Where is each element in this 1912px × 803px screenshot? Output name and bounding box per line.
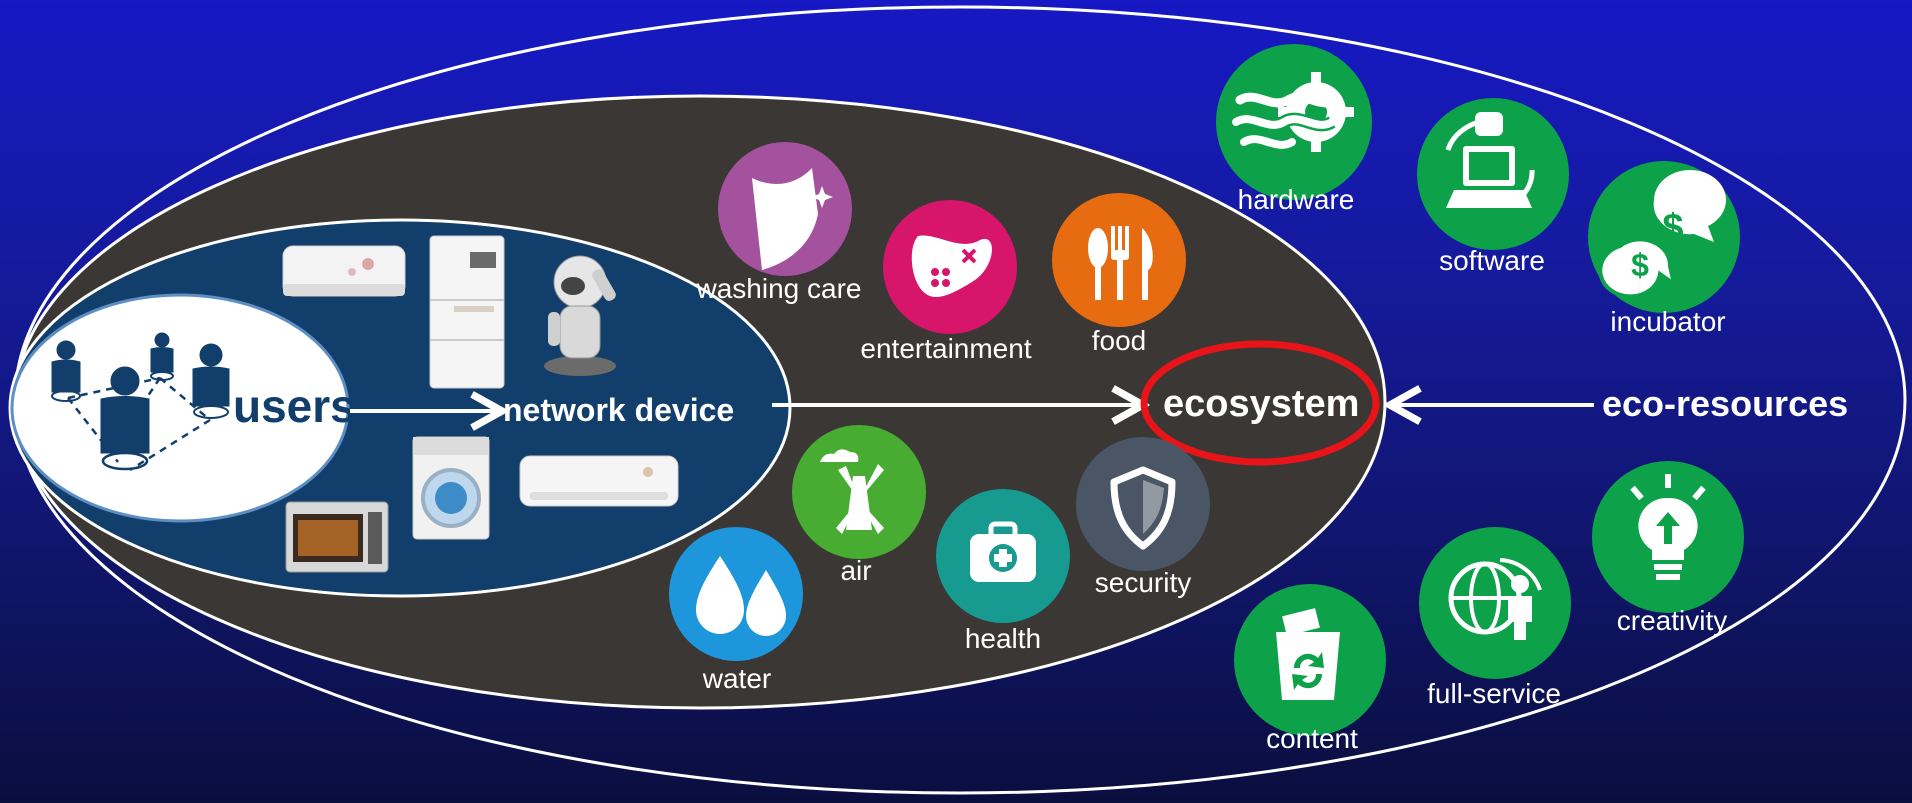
washing-care-category: washing care (696, 142, 862, 304)
recycle-bin-icon (1276, 608, 1340, 700)
hardware-resource: hardware (1216, 44, 1372, 215)
hardware-gear-icon (1232, 72, 1354, 152)
water-drops-icon (696, 556, 786, 636)
entertainment-category: entertainment (860, 200, 1032, 364)
entertainment-label: entertainment (860, 333, 1031, 364)
refrigerator-icon (429, 235, 505, 389)
air-conditioner-icon (519, 455, 679, 507)
eco-resources-label: eco-resources (1602, 383, 1848, 424)
cutlery-icon (1088, 226, 1153, 300)
health-category: health (936, 489, 1070, 654)
food-label: food (1092, 325, 1147, 356)
water-category: water (669, 527, 803, 694)
windmill-icon (820, 449, 884, 534)
air-label: air (840, 555, 871, 586)
gamepad-icon (911, 235, 992, 298)
security-label: security (1095, 567, 1191, 598)
oven-icon (285, 501, 389, 573)
ecosystem-highlight-ring (1140, 340, 1380, 466)
globe-person-icon (1448, 558, 1542, 640)
creativity-resource: creativity (1592, 461, 1744, 636)
users-label: users (233, 380, 356, 432)
software-label: software (1439, 245, 1545, 276)
creativity-label: creativity (1617, 605, 1727, 636)
money-chat-icon: $ $ (1598, 170, 1726, 299)
lightbulb-icon (1630, 474, 1706, 580)
hardware-label: hardware (1238, 184, 1355, 215)
security-category: security (1076, 437, 1210, 598)
ecosystem-label: ecosystem (1163, 383, 1359, 425)
content-label: content (1266, 723, 1358, 754)
air-category: air (792, 425, 926, 586)
svg-text:$: $ (1662, 207, 1683, 249)
robot-icon (544, 255, 616, 376)
full-service-resource: full-service (1419, 527, 1571, 709)
incubator-label: incubator (1610, 306, 1725, 337)
full-service-label: full-service (1427, 678, 1561, 709)
washing-care-label: washing care (696, 273, 862, 304)
water-heater-icon (282, 245, 406, 297)
shield-icon (1110, 466, 1176, 550)
content-resource: content (1234, 584, 1386, 754)
incubator-resource: $ $ incubator (1588, 161, 1740, 337)
users-ellipse (10, 293, 350, 523)
svg-text:$: $ (1631, 247, 1649, 283)
washing-machine-icon (412, 436, 490, 540)
software-computer-icon (1445, 112, 1535, 208)
network-device-label: network device (503, 392, 734, 428)
users-network-icon (51, 332, 230, 472)
food-category: food (1052, 193, 1186, 356)
security-circle (1076, 437, 1210, 571)
full-service-circle (1419, 527, 1571, 679)
shield-sparkle-icon (752, 168, 833, 270)
health-label: health (965, 623, 1041, 654)
software-resource: software (1417, 98, 1569, 276)
water-label: water (702, 663, 771, 694)
medical-kit-icon (970, 521, 1036, 582)
